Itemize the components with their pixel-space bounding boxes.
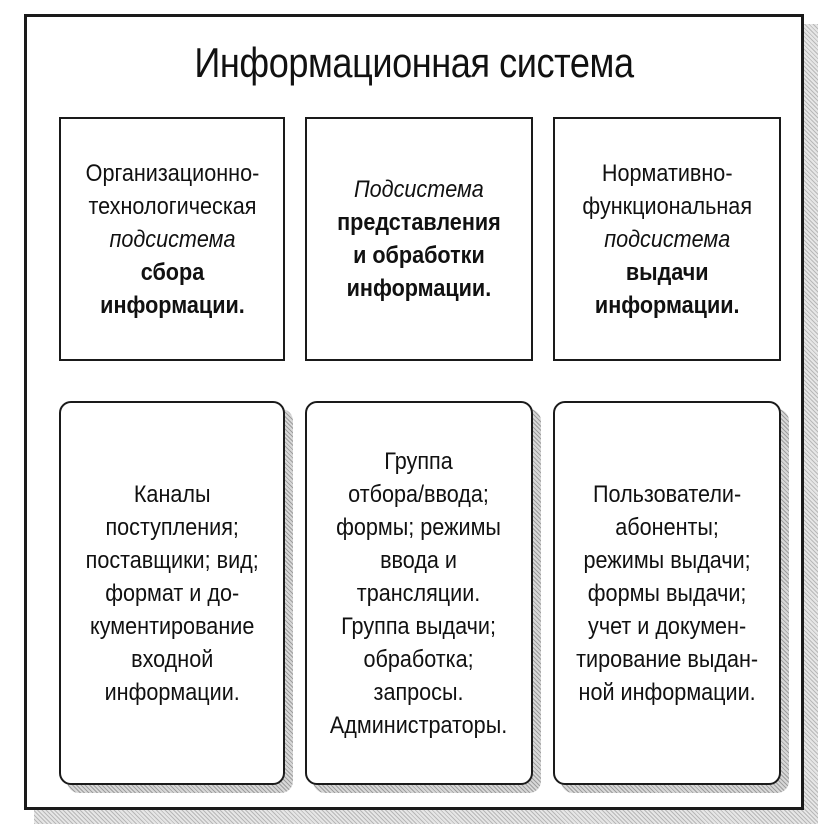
component-line: обработка; — [363, 645, 475, 673]
subsystem-line: представления — [337, 209, 501, 236]
component-line: поступления; — [105, 513, 239, 541]
component-line: Администраторы. — [330, 711, 508, 739]
subsystem-line: выдачи — [625, 258, 709, 286]
component-line: Каналы — [133, 480, 211, 508]
component-collection-text: Каналы поступления; поставщики; вид; фор… — [85, 478, 258, 709]
component-line: учет и докумен- — [587, 612, 747, 640]
component-processing-box: Группа отбора/ввода; формы; режимы ввода… — [305, 401, 533, 785]
subsystem-output-text: Нормативно- функциональная подсистема вы… — [582, 157, 752, 322]
component-line: Группа — [384, 447, 454, 475]
component-line: формат и до- — [105, 579, 239, 607]
subsystem-line: и обработки — [353, 242, 485, 269]
component-line: Группа выдачи; — [341, 612, 497, 640]
subsystem-output-box: Нормативно- функциональная подсистема вы… — [553, 117, 781, 361]
subsystem-line: подсистема — [603, 225, 731, 253]
component-line: тирование выдан- — [576, 645, 758, 673]
component-line: абоненты; — [615, 513, 719, 541]
component-line: кументирование — [89, 612, 255, 640]
subsystem-line: сбора — [140, 258, 204, 286]
subsystem-line: Подсистема — [354, 176, 484, 203]
component-line: запросы. — [373, 678, 464, 706]
component-line: Пользователи- — [592, 480, 742, 508]
component-processing-text: Группа отбора/ввода; формы; режимы ввода… — [330, 445, 507, 742]
component-collection-box: Каналы поступления; поставщики; вид; фор… — [59, 401, 285, 785]
subsystem-line: Нормативно- — [601, 159, 733, 187]
component-output-box: Пользователи- абоненты; режимы выдачи; ф… — [553, 401, 781, 785]
subsystem-line: подсистема — [108, 225, 236, 253]
subsystem-line: информации. — [346, 275, 492, 302]
component-line: трансляции. — [357, 579, 481, 607]
component-line: ввода и — [380, 546, 458, 574]
subsystem-processing-text: Подсистема представления и обработки инф… — [337, 173, 501, 305]
subsystem-line: информации. — [594, 291, 740, 319]
component-line: входной — [130, 645, 214, 673]
subsystem-collection-box: Организационно- технологическая подсисте… — [59, 117, 285, 361]
diagram-frame: Информационная система Организационно- т… — [24, 14, 804, 810]
component-line: отбора/ввода; — [348, 480, 490, 508]
component-line: формы; режимы — [336, 513, 502, 541]
subsystem-line: Организационно- — [85, 159, 259, 187]
subsystem-processing-box: Подсистема представления и обработки инф… — [305, 117, 533, 361]
subsystem-line: функциональная — [582, 192, 752, 220]
subsystem-line: информации. — [99, 291, 245, 319]
subsystem-collection-text: Организационно- технологическая подсисте… — [85, 157, 259, 322]
component-line: формы выдачи; — [587, 579, 747, 607]
subsystem-line: технологическая — [88, 192, 256, 220]
component-line: режимы выдачи; — [583, 546, 751, 574]
component-output-text: Пользователи- абоненты; режимы выдачи; ф… — [576, 478, 758, 709]
component-line: информации. — [104, 678, 240, 706]
component-line: ной информации. — [578, 678, 756, 706]
component-line: поставщики; вид; — [85, 546, 259, 574]
diagram-title: Информационная система — [194, 39, 634, 86]
